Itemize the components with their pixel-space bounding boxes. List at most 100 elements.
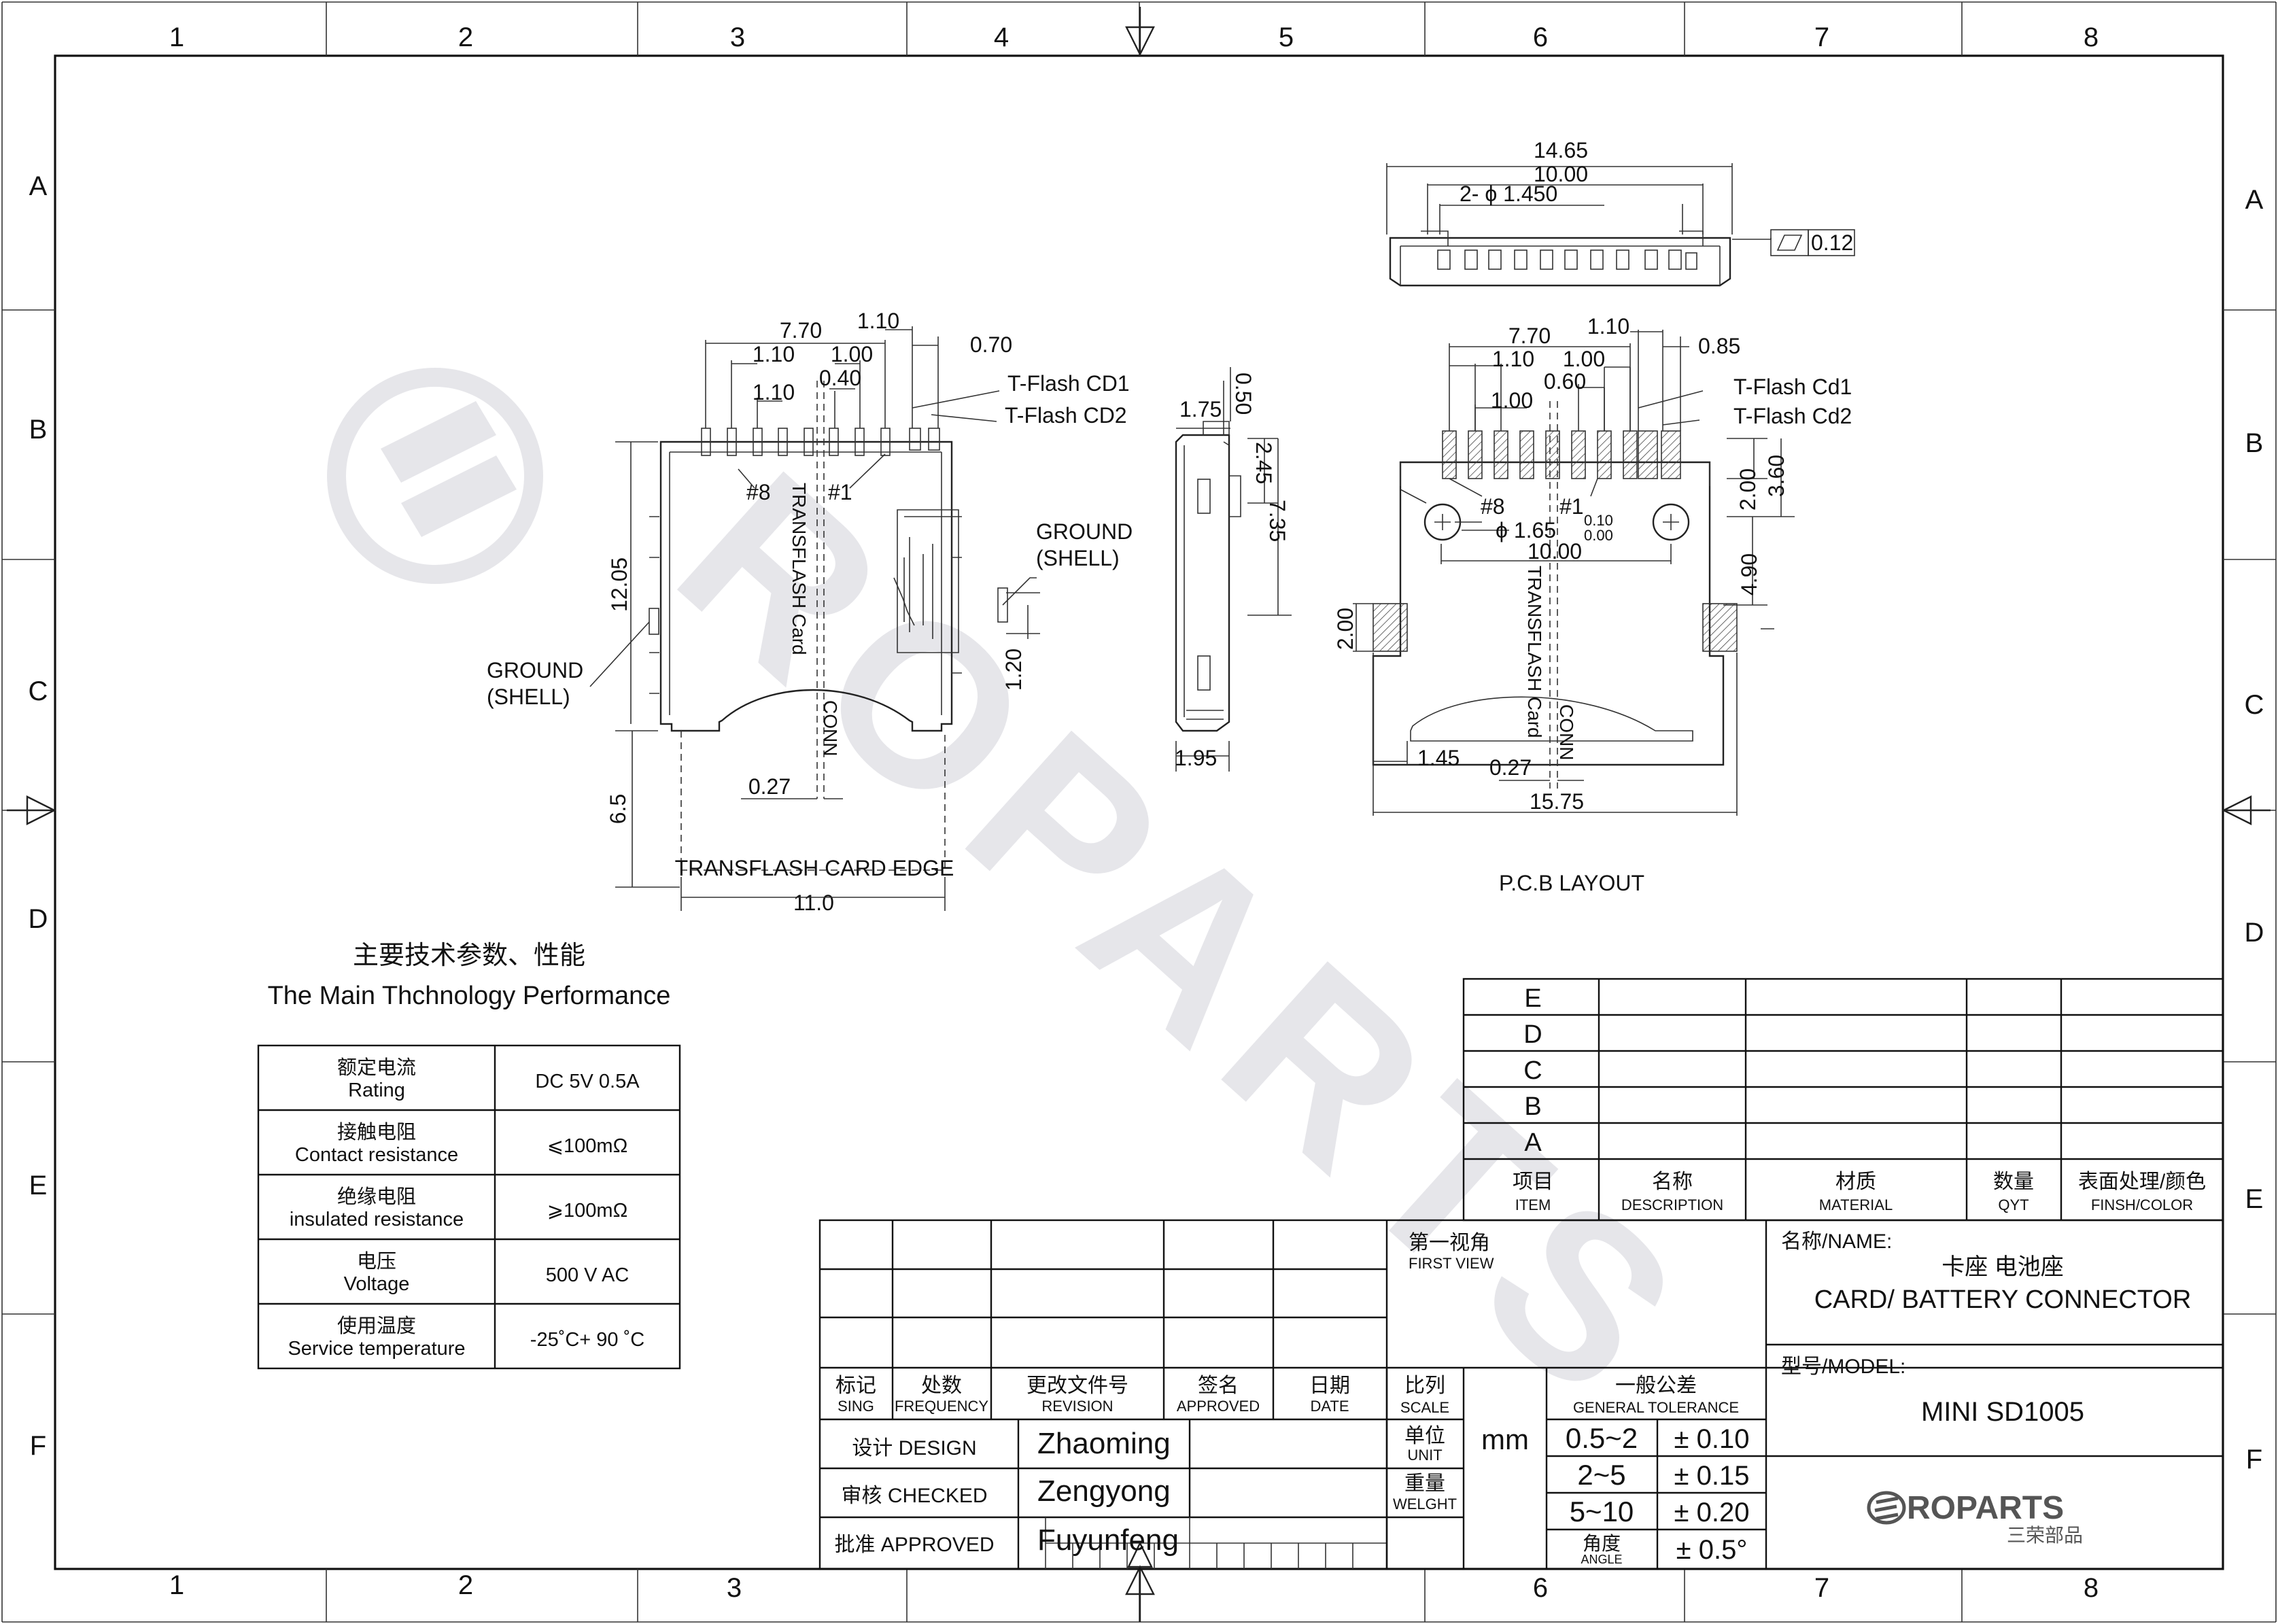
- bom-header-en: QYT: [1998, 1196, 2029, 1213]
- col-label-top: 8: [2084, 22, 2099, 52]
- name-label: 名称/NAME:: [1781, 1230, 1892, 1253]
- tol-range: 0.5~2: [1566, 1422, 1638, 1454]
- pcb-dim-tol-minus: 0.00: [1584, 527, 1613, 544]
- center-mark-top: [1125, 7, 1155, 56]
- tol-value: ± 0.20: [1674, 1498, 1750, 1527]
- pcb-dim-1-00-b: 1.00: [1491, 388, 1533, 413]
- dim-1-00: 1.00: [831, 342, 873, 366]
- name-en: CARD/ BATTERY CONNECTOR: [1814, 1285, 2192, 1314]
- title-block: 标记 SING 处数 FREQUENCY 更改文件号 REVISION 签名 A…: [818, 1219, 2224, 1570]
- col-label-top: 7: [1814, 22, 1829, 52]
- tol-range: 2~5: [1577, 1459, 1625, 1491]
- dim-7-35: 7.35: [1265, 500, 1290, 542]
- col-label-top: 5: [1279, 22, 1294, 52]
- performance-title-en: The Main Thchnology Performance: [268, 982, 671, 1010]
- dim-7-70: 7.70: [780, 318, 822, 343]
- dim-0-50: 0.50: [1231, 373, 1256, 415]
- performance-title-cn: 主要技术参数、性能: [353, 941, 585, 970]
- approved-label: 批准 APPROVED: [834, 1534, 994, 1556]
- angle-en: ANGLE: [1581, 1553, 1622, 1566]
- dim-hole: 2- ϕ 1.450: [1460, 182, 1557, 206]
- dim-14-65: 14.65: [1534, 138, 1588, 162]
- pcb-dim-1-10-top: 1.10: [1587, 314, 1629, 339]
- bom-header-en: FINSH/COLOR: [2091, 1196, 2193, 1213]
- col-label-bottom: 1: [169, 1570, 184, 1600]
- pcb-label-conn: CONN: [1556, 704, 1577, 760]
- pcb-dim-2-00: 2.00: [1736, 468, 1760, 511]
- label-conn: CONN: [820, 700, 841, 756]
- name-cn: 卡座 电池座: [1942, 1254, 2063, 1280]
- checked-label: 审核 CHECKED: [841, 1485, 987, 1507]
- col-label-top: 6: [1533, 22, 1548, 52]
- angle-cn: 角度: [1583, 1533, 1621, 1554]
- dim-10-00-top: 10.00: [1534, 162, 1588, 186]
- bom-row-letter: E: [1524, 984, 1541, 1013]
- bom-header-cn: 名称: [1652, 1171, 1693, 1193]
- dim-0-70: 0.70: [970, 332, 1012, 357]
- connector-outline: [659, 440, 953, 732]
- perf-row-cn: 电压: [357, 1250, 396, 1273]
- watermark-logo-s: [381, 401, 517, 537]
- rev-header-cn: 标记: [835, 1375, 876, 1397]
- bom-header-cn: 材质: [1835, 1171, 1876, 1193]
- dim-1-95: 1.95: [1175, 746, 1217, 770]
- label-ground-left-2: (SHELL): [487, 685, 570, 709]
- center-mark-bottom: [1125, 1565, 1155, 1622]
- performance-table: 额定电流 Rating DC 5V 0.5A 接触电阻 Contact resi…: [257, 1044, 681, 1370]
- pcb-dim-1-10: 1.10: [1492, 347, 1534, 371]
- row-label-left: B: [29, 415, 48, 445]
- row-label-right: B: [2245, 428, 2264, 458]
- row-label-left: D: [29, 904, 48, 934]
- pcb-dim-2-00-left: 2.00: [1333, 608, 1358, 650]
- pcb-label-card: TRANSFLASH Card: [1524, 566, 1545, 738]
- col-label-bottom: 6: [1533, 1573, 1548, 1603]
- label-cd2: T-Flash CD2: [1005, 403, 1127, 428]
- tol-value: ± 0.15: [1674, 1461, 1750, 1491]
- performance-section: 主要技术参数、性能 The Main Thchnology Performanc…: [257, 941, 681, 1370]
- scale-en: SCALE: [1400, 1399, 1449, 1416]
- label-ground-right-1: GROUND: [1036, 519, 1133, 544]
- rev-header-cn: 处数: [921, 1375, 962, 1397]
- model-label: 型号/MODEL:: [1781, 1355, 1905, 1378]
- model-value: MINI SD1005: [1921, 1397, 2084, 1427]
- perf-row-en: Voltage: [344, 1273, 410, 1295]
- bom-row-letter: B: [1524, 1092, 1541, 1121]
- dim-6-5: 6.5: [606, 794, 630, 824]
- pcb-layout-title: P.C.B LAYOUT: [1499, 871, 1644, 895]
- weight-en: WELGHT: [1393, 1496, 1457, 1513]
- rev-header-en: REVISION: [1041, 1398, 1113, 1415]
- col-label-top: 3: [730, 22, 745, 52]
- perf-row-en: insulated resistance: [290, 1209, 464, 1230]
- perf-row-en: Service temperature: [288, 1338, 465, 1360]
- first-view-en: FIRST VIEW: [1409, 1255, 1494, 1272]
- label-cd1: T-Flash CD1: [1007, 371, 1130, 396]
- bom-row-letter: D: [1523, 1020, 1542, 1049]
- row-label-right: F: [2246, 1445, 2262, 1474]
- perf-row-cn: 绝缘电阻: [337, 1186, 416, 1208]
- dim-1-75: 1.75: [1179, 397, 1222, 421]
- tol-range: 5~10: [1570, 1496, 1634, 1527]
- dim-0-40: 0.40: [819, 366, 861, 390]
- pcb-dim-1-00-a: 1.00: [1563, 347, 1605, 371]
- pcb-dim-15-75: 15.75: [1530, 789, 1584, 814]
- pcb-dim-0-85: 0.85: [1698, 334, 1740, 358]
- checked-name: Zengyong: [1037, 1474, 1171, 1508]
- unit-cn: 单位: [1404, 1425, 1445, 1447]
- dim-0-27: 0.27: [748, 774, 791, 799]
- pcb-dim-0-27: 0.27: [1489, 755, 1532, 780]
- rev-header-en: DATE: [1310, 1398, 1349, 1415]
- label-card-edge: TRANSFLASH CARD EDGE: [675, 856, 954, 880]
- rev-header-cn: 签名: [1198, 1375, 1239, 1397]
- row-label-right: D: [2245, 918, 2264, 948]
- label-pin1: #1: [828, 480, 852, 504]
- col-label-bottom: 3: [727, 1573, 742, 1603]
- perf-row-value: 500 V AC: [546, 1264, 629, 1286]
- bom-row-letter: A: [1524, 1128, 1542, 1157]
- logo-text: ROPARTS: [1907, 1490, 2064, 1526]
- unit-en: UNIT: [1407, 1447, 1442, 1464]
- dim-11-0: 11.0: [793, 891, 834, 915]
- pcb-dim-3-60: 3.60: [1764, 455, 1789, 497]
- label-ground-left-1: GROUND: [487, 658, 583, 683]
